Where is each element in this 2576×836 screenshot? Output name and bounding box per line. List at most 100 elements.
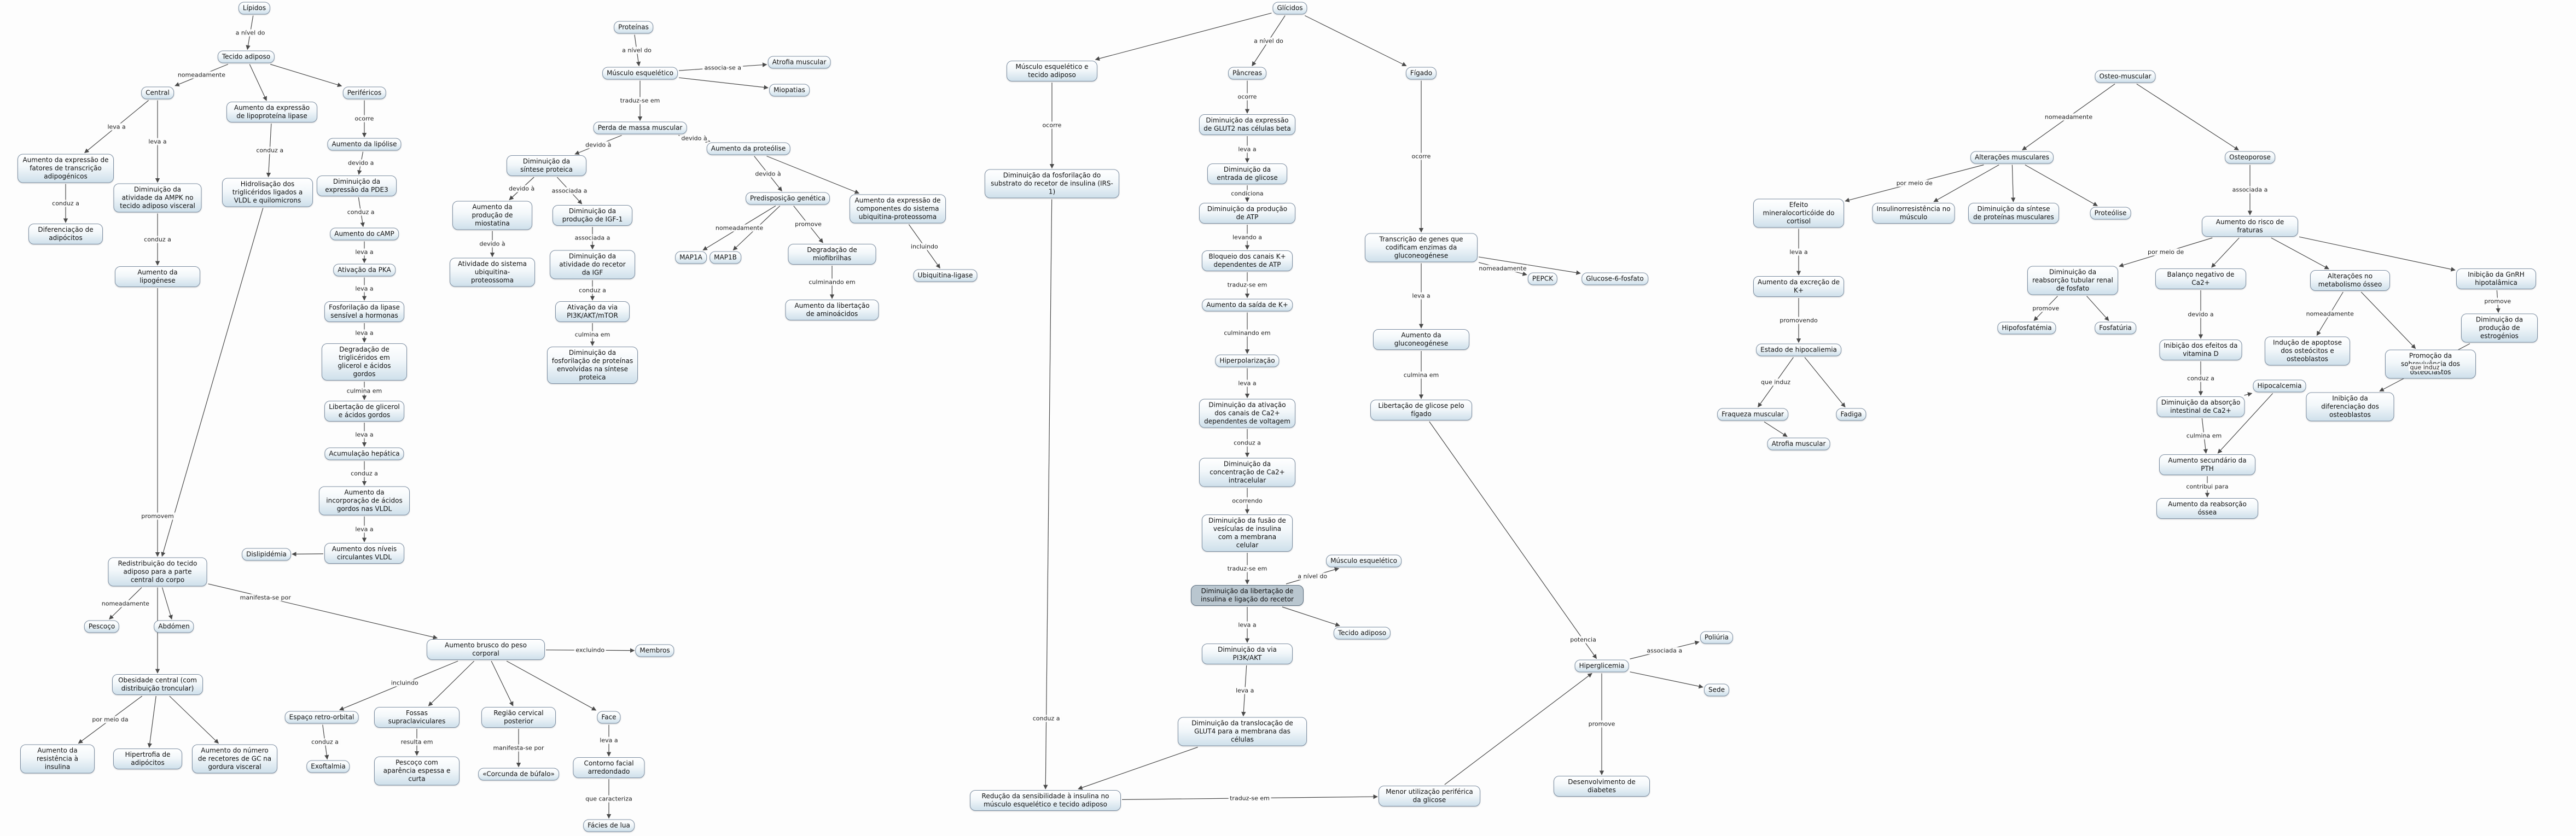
concept-node-camp[interactable]: Aumento do cAMP <box>330 227 399 241</box>
concept-node-ubiquitina-ligase[interactable]: Ubiquitina-ligase <box>913 269 978 282</box>
concept-node-aminoacidos[interactable]: Aumento da libertação de aminoácidos <box>785 300 879 320</box>
concept-node-osteo-muscular[interactable]: Osteo-muscular <box>2095 70 2156 83</box>
concept-node-hipofosfatemia[interactable]: Hipofosfatémia <box>1997 321 2056 335</box>
concept-node-hiperglicemia[interactable]: Hiperglicemia <box>1574 659 1629 673</box>
concept-node-central[interactable]: Central <box>141 86 174 100</box>
concept-node-pde3[interactable]: Diminuição da expressão da PDE3 <box>317 176 397 196</box>
concept-node-lipidos[interactable]: Lípidos <box>238 2 271 15</box>
concept-node-glut4[interactable]: Diminuição da translocação de GLUT4 para… <box>1178 717 1307 746</box>
concept-node-predisposicao[interactable]: Predisposição genética <box>746 192 830 205</box>
concept-node-pescoco[interactable]: Pescoço <box>84 620 120 633</box>
concept-node-canais-k[interactable]: Bloqueio dos canais K+ dependentes de AT… <box>1202 250 1293 271</box>
concept-node-absorcao-intestinal[interactable]: Diminuição da absorção intestinal de Ca2… <box>2156 396 2245 417</box>
concept-node-alteracoes-musc[interactable]: Alterações musculares <box>1970 151 2054 164</box>
concept-node-entrada-glicose[interactable]: Diminuição da entrada de glicose <box>1207 163 1287 184</box>
concept-node-proteolise-prot[interactable]: Aumento da proteólise <box>706 142 790 155</box>
concept-node-recetores-gc[interactable]: Aumento do número de recetores de GC na … <box>192 744 277 774</box>
concept-node-apoptose-osteocitos[interactable]: Indução de apoptose dos osteócitos e ost… <box>2265 336 2350 366</box>
concept-node-diferenciacao-osteoblastos[interactable]: Inibição da diferenciação dos osteoblast… <box>2306 392 2394 422</box>
concept-node-musculo-esq-2[interactable]: Músculo esquelético <box>1326 554 1402 568</box>
concept-node-hiperpolarizacao[interactable]: Hiperpolarização <box>1215 354 1280 367</box>
concept-node-map1b[interactable]: MAP1B <box>710 251 741 264</box>
concept-node-degradacao-trigliceridos[interactable]: Degradação de triglicéridos em glicerol … <box>322 343 407 381</box>
concept-node-ubiquitina-atividade[interactable]: Atividade do sistema ubiquitina-proteoss… <box>450 258 535 287</box>
concept-node-map1a[interactable]: MAP1A <box>675 251 707 264</box>
concept-node-fadiga[interactable]: Fadiga <box>1836 408 1866 421</box>
concept-node-corcunda[interactable]: «Corcunda de búfalo» <box>478 768 559 781</box>
concept-node-sede[interactable]: Sede <box>1704 683 1729 697</box>
concept-node-libertacao-insulina[interactable]: Diminuição da libertação de insulina e l… <box>1191 585 1304 606</box>
concept-node-libertacao-glicerol[interactable]: Libertação de glicerol e ácidos gordos <box>324 401 404 422</box>
concept-node-menor-utilizacao[interactable]: Menor utilização periférica da glicose <box>1379 786 1480 806</box>
concept-node-hidrolisacao[interactable]: Hidrolisação dos triglicéridos ligados a… <box>222 178 313 207</box>
concept-node-ampk[interactable]: Diminuição da atividade da AMPK no tecid… <box>113 183 202 213</box>
concept-node-balanco-ca[interactable]: Balanço negativo de Ca2+ <box>2155 268 2246 289</box>
concept-node-g6f[interactable]: Glucose-6-fosfato <box>1581 272 1648 285</box>
concept-node-transcricao-genes[interactable]: Transcrição de genes que codificam enzim… <box>1365 233 1478 262</box>
concept-node-saida-k[interactable]: Aumento da saída de K+ <box>1202 299 1293 312</box>
concept-node-risco-fraturas[interactable]: Aumento do risco de fraturas <box>2202 216 2298 237</box>
concept-node-pka[interactable]: Ativação da PKA <box>333 264 396 277</box>
concept-node-acumulacao-hepatica[interactable]: Acumulação hepática <box>324 447 404 460</box>
concept-node-fatores-transcricao[interactable]: Aumento da expressão de fatores de trans… <box>18 154 114 183</box>
concept-node-miofibrilhas[interactable]: Degradação de miofibrilhas <box>788 244 876 265</box>
concept-node-pi3k-akt[interactable]: Diminuição da via PI3K/AKT <box>1202 644 1293 664</box>
concept-node-exoftalmia[interactable]: Exoftalmia <box>306 760 350 773</box>
concept-node-miostatina[interactable]: Aumento da produção de miostatina <box>452 201 532 230</box>
concept-node-membros[interactable]: Membros <box>635 644 674 657</box>
concept-node-diabetes[interactable]: Desenvolvimento de diabetes <box>1554 776 1650 797</box>
concept-node-gnrh[interactable]: Inibição da GnRH hipotalâmica <box>2456 268 2536 289</box>
concept-node-retro-orbital[interactable]: Espaço retro-orbital <box>284 711 359 724</box>
concept-node-pi3k-mtor[interactable]: Ativação da via PI3K/AKT/mTOR <box>555 301 630 322</box>
concept-node-lipolise[interactable]: Aumento da lipólise <box>327 138 402 151</box>
concept-node-resistencia-insulina[interactable]: Aumento da resistência à insulina <box>20 744 95 774</box>
concept-node-obesidade-central[interactable]: Obesidade central (com distribuição tron… <box>112 674 203 695</box>
concept-node-hipocaliemia[interactable]: Estado de hipocaliemia <box>1756 343 1841 356</box>
concept-node-proteinas[interactable]: Proteínas <box>614 21 653 34</box>
concept-node-lipoproteina-lipase[interactable]: Aumento da expressão de lipoproteína lip… <box>226 102 317 122</box>
concept-node-pth[interactable]: Aumento secundário da PTH <box>2159 454 2255 475</box>
concept-node-atrofia-2[interactable]: Atrofia muscular <box>1767 437 1830 451</box>
concept-node-metabolismo-osseo[interactable]: Alterações no metabolismo ósseo <box>2310 270 2390 291</box>
concept-node-redistribuicao[interactable]: Redistribuição do tecido adiposo para a … <box>108 557 207 587</box>
concept-node-diferenciacao-adipocitos[interactable]: Diferenciação de adipócitos <box>28 224 103 244</box>
concept-node-fraqueza[interactable]: Fraqueza muscular <box>1717 408 1788 421</box>
concept-node-poliuria[interactable]: Poliúria <box>1700 631 1734 644</box>
concept-node-abdomen[interactable]: Abdómen <box>154 620 194 633</box>
concept-node-libertacao-glicose[interactable]: Libertação de glicose pelo fígado <box>1370 400 1472 420</box>
concept-node-pescoco-espesso[interactable]: Pescoço com aparência espessa e curta <box>374 756 460 786</box>
concept-node-atp[interactable]: Diminuição da produção de ATP <box>1199 203 1295 224</box>
concept-node-fosforilacao-proteinas[interactable]: Diminuição da fosforilação de proteínas … <box>547 347 638 384</box>
concept-node-miopatias[interactable]: Miopatias <box>769 84 810 97</box>
concept-node-igf1[interactable]: Diminuição da produção de IGF-1 <box>553 205 632 226</box>
concept-node-pepck[interactable]: PEPCK <box>1527 272 1558 285</box>
concept-node-pancreas[interactable]: Pâncreas <box>1228 67 1266 80</box>
concept-node-face[interactable]: Face <box>597 711 621 724</box>
concept-node-fusao-vesiculas[interactable]: Diminuição da fusão de vesículas de insu… <box>1202 515 1293 552</box>
concept-node-atrofia-prot[interactable]: Atrofia muscular <box>767 56 831 69</box>
concept-node-hipocalcemia[interactable]: Hipocalcemia <box>2253 379 2306 393</box>
concept-node-gluconeogenese[interactable]: Aumento da gluconeogénese <box>1373 329 1469 350</box>
concept-node-hipertrofia-adipocitos[interactable]: Hipertrofia de adipócitos <box>113 749 182 769</box>
concept-node-irs1[interactable]: Diminuição da fosforilação do substrato … <box>985 169 1119 198</box>
concept-node-expressao-ubiquitina[interactable]: Aumento da expressão de componentes do s… <box>850 194 946 224</box>
concept-node-tecido-adiposo-2[interactable]: Tecido adiposo <box>1333 627 1391 640</box>
concept-node-recetor-igf[interactable]: Diminuição da atividade do recetor da IG… <box>550 250 635 279</box>
concept-node-reducao-sensibilidade[interactable]: Redução da sensibilidade à insulina no m… <box>970 790 1121 811</box>
concept-node-proteolise-osteo[interactable]: Proteólise <box>2090 207 2131 220</box>
concept-node-concentracao-ca[interactable]: Diminuição da concentração de Ca2+ intra… <box>1199 458 1295 487</box>
concept-node-perda-massa[interactable]: Perda de massa muscular <box>593 121 687 135</box>
concept-node-tecido-adiposo[interactable]: Tecido adiposo <box>217 50 275 63</box>
concept-node-glicidos[interactable]: Glícidos <box>1272 2 1307 15</box>
concept-node-lipogenese[interactable]: Aumento da lipogénese <box>115 266 200 287</box>
concept-node-sintese-proteica[interactable]: Diminuição da síntese proteica <box>507 155 586 176</box>
concept-node-insulinorresistencia[interactable]: Insulinorresistência no músculo <box>1872 203 1955 224</box>
concept-node-facies-lua[interactable]: Fácies de lua <box>583 819 635 832</box>
concept-node-mineralocorticoide[interactable]: Efeito mineralocorticóide do cortisol <box>1753 198 1844 228</box>
concept-node-reabsorcao-ossea[interactable]: Aumento da reabsorção óssea <box>2156 498 2258 519</box>
concept-node-musculo-tecido[interactable]: Músculo esquelético e tecido adiposo <box>1007 61 1097 81</box>
concept-node-glut2[interactable]: Diminuição da expressão de GLUT2 nas cél… <box>1199 114 1295 135</box>
concept-node-peso-corporal[interactable]: Aumento brusco do peso corporal <box>427 639 545 660</box>
concept-node-estrogenios[interactable]: Diminuição da produção de estrogénios <box>2461 313 2538 343</box>
concept-node-perifericos[interactable]: Periféricos <box>342 86 386 100</box>
